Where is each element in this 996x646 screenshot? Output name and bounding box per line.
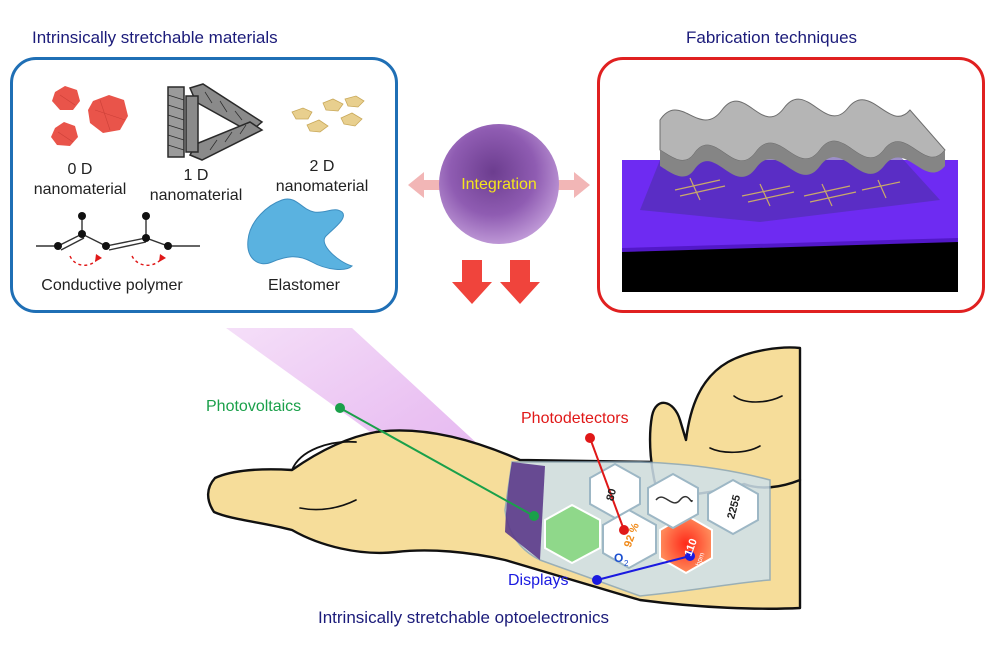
stretchable-device <box>504 461 771 597</box>
polymer-label: Conductive polymer <box>41 277 183 294</box>
photovoltaics-label: Photovoltaics <box>206 398 302 415</box>
displays-dot-end <box>685 551 695 561</box>
two-d-flakes <box>291 95 365 133</box>
hex-green <box>544 503 601 565</box>
displays-dot <box>592 575 602 585</box>
hex-dna <box>647 472 699 530</box>
two-d-title: 2 D <box>309 158 335 175</box>
dna-icon <box>655 495 693 504</box>
photovoltaics-dot-end <box>529 511 539 521</box>
photovoltaics-leader <box>339 407 535 517</box>
conductive-polymer-atoms <box>54 212 172 250</box>
electron-shift-arrows <box>69 255 163 266</box>
integration-label: Integration <box>461 176 537 193</box>
electron-arrowhead-1 <box>95 254 102 262</box>
photodetectors-dot-end <box>619 525 629 535</box>
hex-2255 <box>707 478 759 536</box>
photodetectors-dot <box>585 433 595 443</box>
integration-sphere <box>439 124 559 244</box>
right-arrow <box>558 172 590 198</box>
zero-d-sub: nanomaterial <box>33 181 127 198</box>
hex-80-text: 80 <box>604 487 619 502</box>
left-arrow <box>408 172 440 198</box>
hex-110-text: 110 <box>683 537 700 558</box>
down-arrow-left <box>452 260 492 304</box>
fabrication-illustration <box>622 98 958 292</box>
hex-110-unit-text: bpm <box>695 552 706 567</box>
two-d-sub: nanomaterial <box>275 178 369 195</box>
materials-title: Intrinsically stretchable materials <box>32 28 278 47</box>
elastomer-label: Elastomer <box>267 277 341 294</box>
electron-arrowhead-2 <box>159 254 166 262</box>
down-arrow-right <box>500 260 540 304</box>
zero-d-label: 0 D nanomaterial <box>20 160 140 200</box>
zero-d-particles <box>51 86 128 146</box>
one-d-title: 1 D <box>183 167 209 184</box>
photovoltaics-dot <box>335 403 345 413</box>
two-d-label: 2 D nanomaterial <box>262 157 382 197</box>
one-d-sub: nanomaterial <box>149 187 243 204</box>
one-d-label: 1 D nanomaterial <box>136 166 256 206</box>
one-d-nanotubes <box>167 83 264 161</box>
displays-label: Displays <box>508 572 569 589</box>
displays-leader <box>596 555 691 581</box>
materials-panel <box>10 57 398 313</box>
hex-80 <box>589 462 641 520</box>
elastomer-blob <box>247 198 353 270</box>
fabrication-title: Fabrication techniques <box>686 28 858 47</box>
photodetectors-leader <box>589 437 625 531</box>
hex-o2-text: O <box>614 551 623 565</box>
hex-o2-sub-text: 2 <box>624 559 629 568</box>
photodetectors-label: Photodetectors <box>521 410 629 427</box>
zero-d-title: 0 D <box>67 161 93 178</box>
fabrication-panel <box>597 57 985 313</box>
optoelectronics-title: Intrinsically stretchable optoelectronic… <box>318 608 610 627</box>
